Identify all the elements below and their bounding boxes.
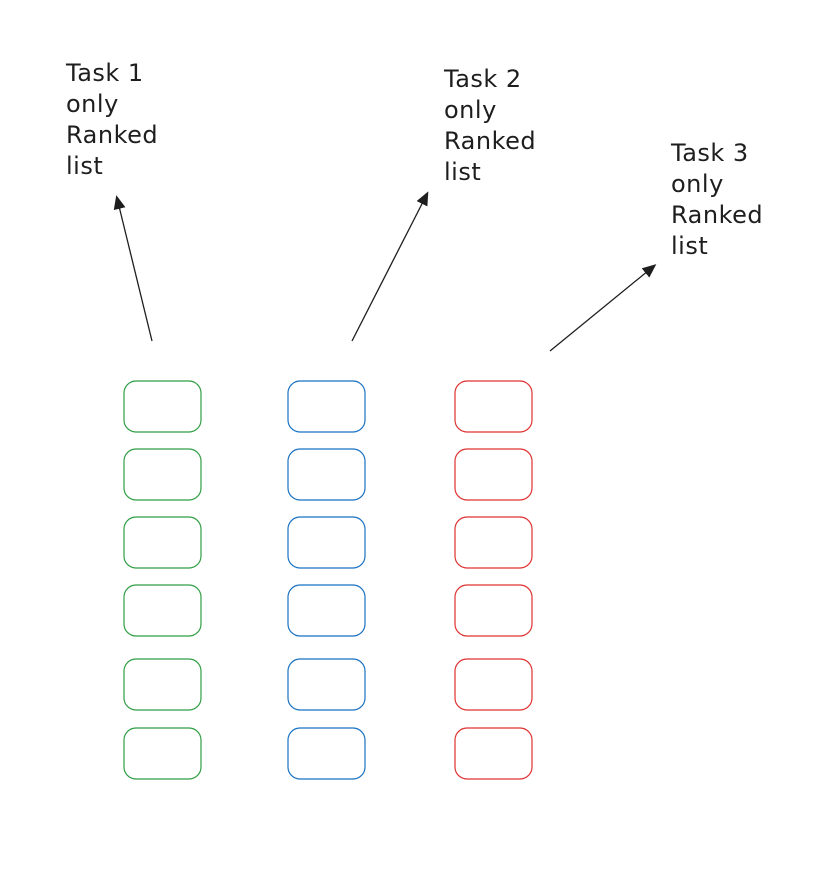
- label-line: list: [671, 232, 709, 260]
- label-line: only: [66, 90, 119, 118]
- ranked-list-box: [287, 727, 366, 780]
- label-task-3: Task 3 only Ranked list: [671, 138, 763, 262]
- label-line: Task 2: [444, 65, 522, 93]
- column-task-1: [123, 380, 202, 780]
- ranked-list-box: [123, 448, 202, 501]
- arrow-task-3: [549, 264, 657, 352]
- column-task-3: [454, 380, 533, 780]
- ranked-list-box: [287, 380, 366, 433]
- ranked-list-box: [454, 727, 533, 780]
- label-line: Task 3: [671, 139, 749, 167]
- label-line: list: [66, 152, 104, 180]
- label-task-1: Task 1 only Ranked list: [66, 58, 158, 182]
- ranked-list-box: [123, 658, 202, 711]
- ranked-list-box: [123, 380, 202, 433]
- arrow-task-2: [351, 191, 429, 342]
- ranked-list-box: [454, 658, 533, 711]
- label-line: only: [444, 96, 497, 124]
- column-task-2: [287, 380, 366, 780]
- label-line: Ranked: [444, 127, 537, 155]
- label-line: list: [444, 158, 482, 186]
- ranked-list-box: [454, 380, 533, 433]
- ranked-list-box: [287, 584, 366, 637]
- arrow-task-1: [113, 195, 153, 342]
- label-line: Ranked: [671, 201, 764, 229]
- ranked-list-box: [454, 516, 533, 569]
- label-line: Task 1: [66, 59, 144, 87]
- ranked-list-box: [287, 448, 366, 501]
- label-line: Ranked: [66, 121, 159, 149]
- ranked-list-box: [287, 658, 366, 711]
- ranked-list-box: [123, 727, 202, 780]
- ranked-list-box: [287, 516, 366, 569]
- ranked-list-box: [123, 584, 202, 637]
- ranked-list-box: [454, 584, 533, 637]
- label-line: only: [671, 170, 724, 198]
- ranked-list-box: [123, 516, 202, 569]
- label-task-2: Task 2 only Ranked list: [444, 64, 536, 188]
- ranked-list-box: [454, 448, 533, 501]
